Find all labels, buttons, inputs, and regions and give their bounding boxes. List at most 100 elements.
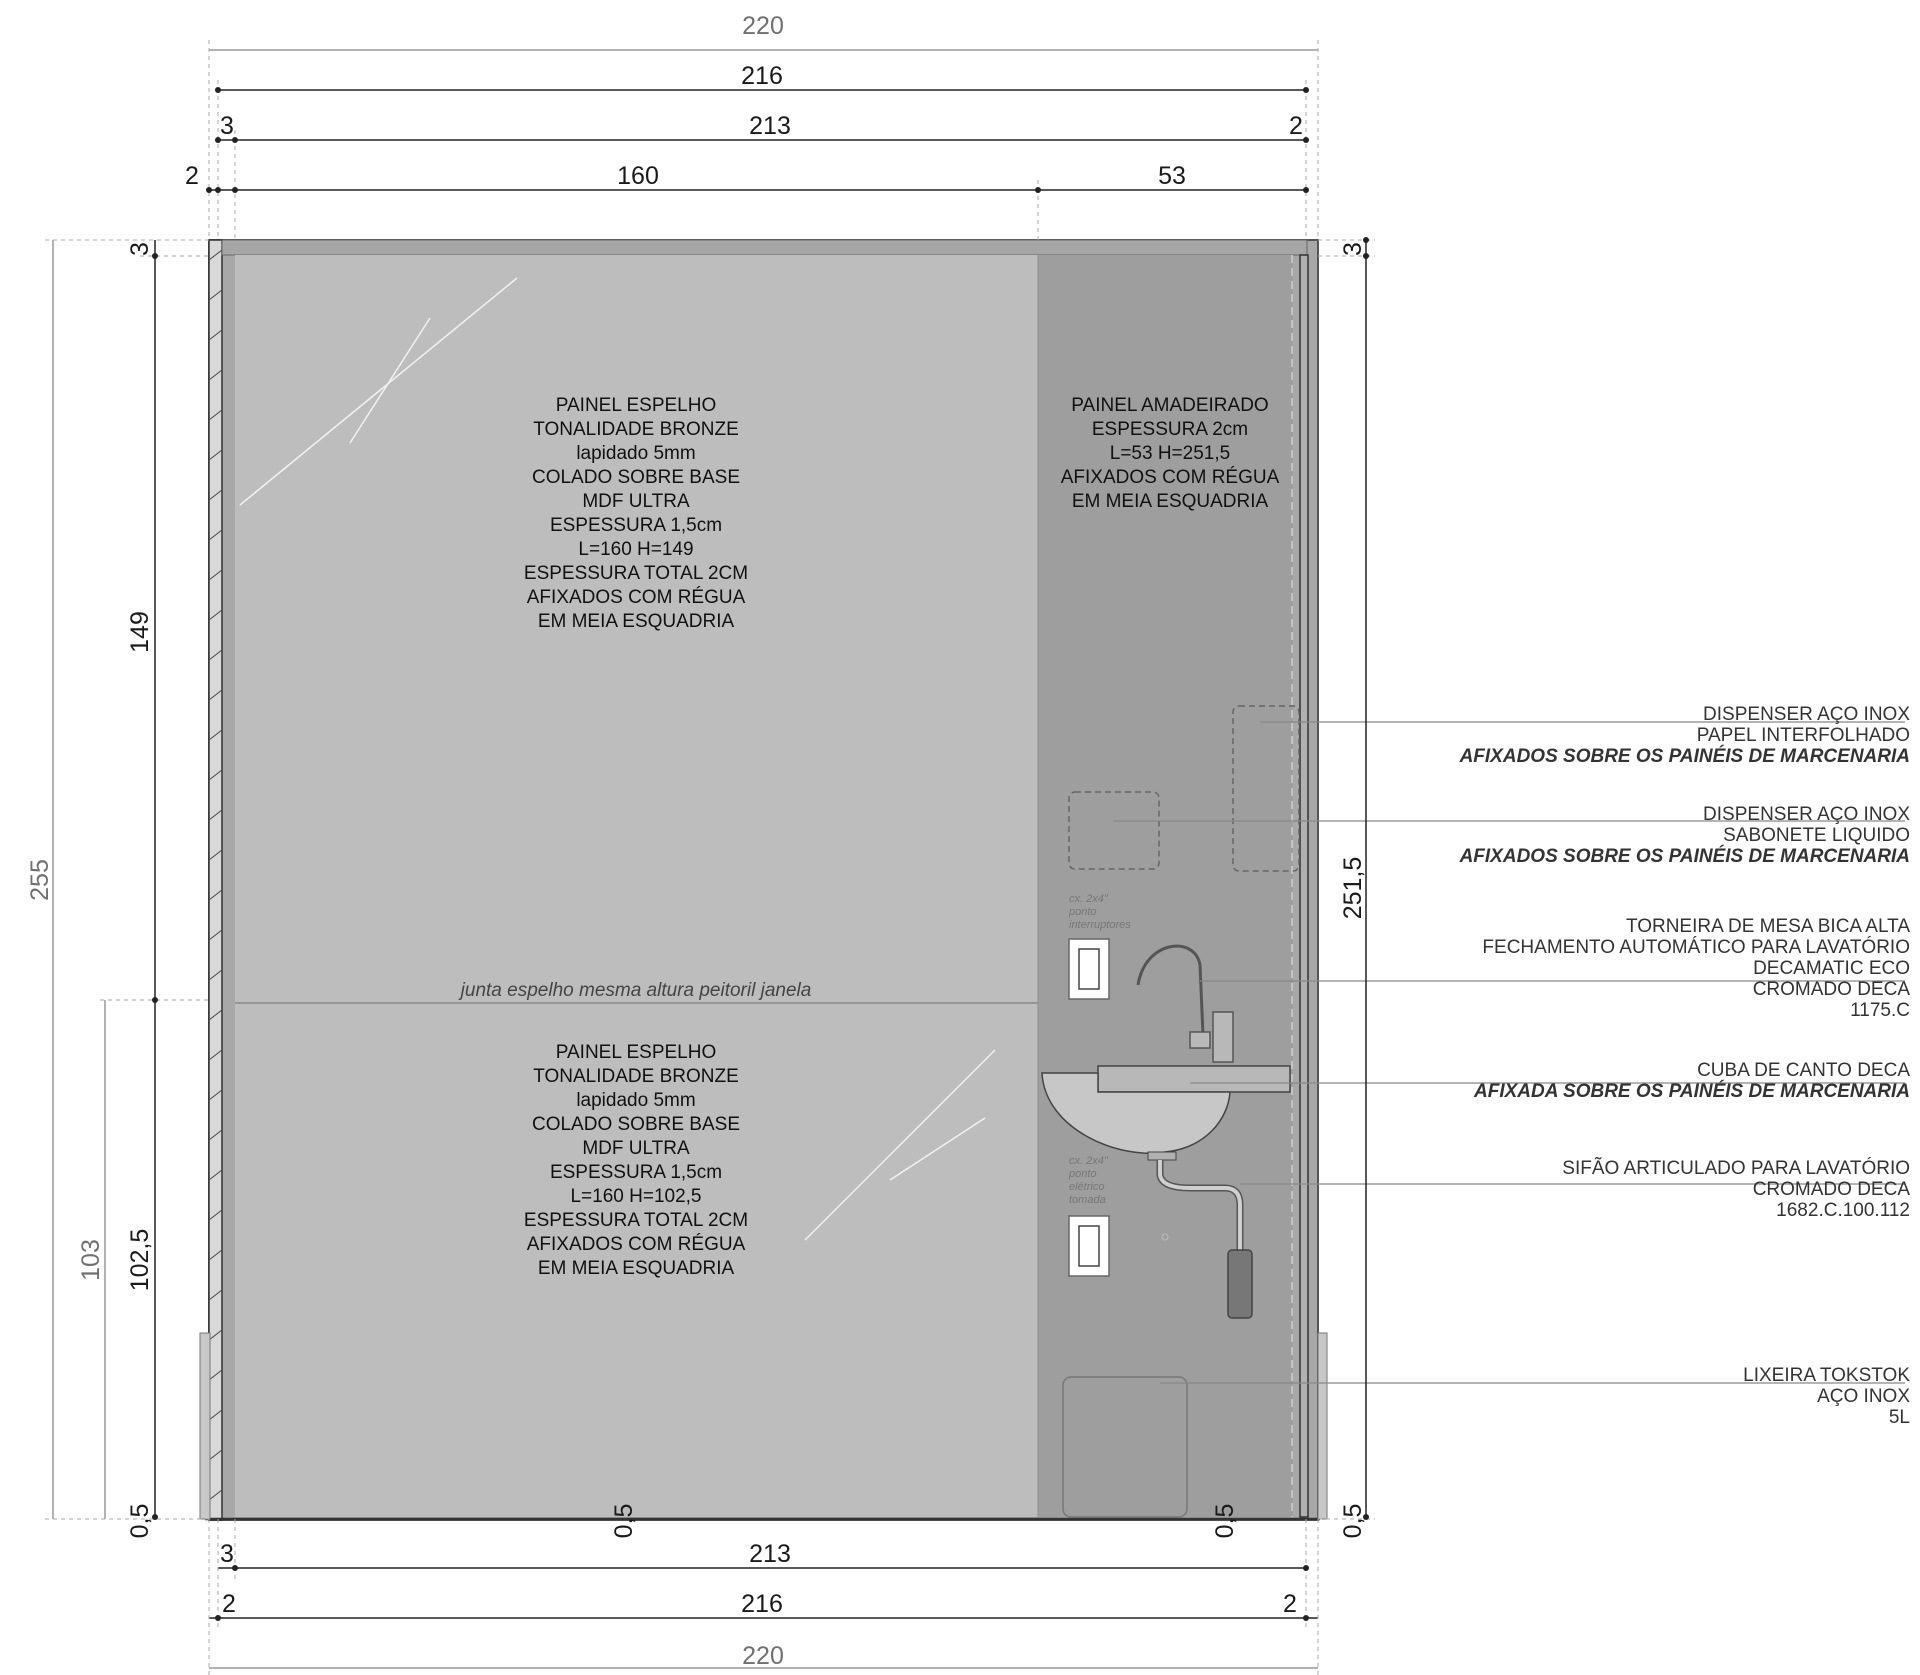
- dimension-labels-top: 220 216 3 213 2 2 160 53: [185, 12, 1303, 190]
- spec-line: COLADO SOBRE BASE: [532, 1114, 740, 1135]
- dimension-ticks: [152, 87, 1369, 1621]
- spec-line: L=160 H=102,5: [570, 1186, 701, 1207]
- callout-soap-dispenser: AFIXADOS SOBRE OS PAINÉIS DE MARCENARIA: [1459, 845, 1910, 867]
- outlet-box-note: tomada: [1069, 1194, 1106, 1206]
- callout-soap-dispenser: DISPENSER AÇO INOX: [1703, 804, 1910, 825]
- spec-line: MDF ULTRA: [582, 491, 690, 512]
- spec-line: TONALIDADE BRONZE: [533, 1066, 739, 1087]
- siphon-icon: [1156, 1160, 1253, 1319]
- dimension-labels-vertical: 255 103 149 102,5 3 0,5 251,5 3 0,5 0,5 …: [26, 242, 1367, 1538]
- outlet-box-note: ponto: [1068, 1168, 1097, 1180]
- mirror-upper-spec: PAINEL ESPELHO TONALIDADE BRONZE lapidad…: [524, 395, 748, 632]
- dim-inner-top: 216: [741, 62, 783, 90]
- dim-bottom-left-2: 2: [222, 1590, 236, 1618]
- spec-line: PAINEL ESPELHO: [556, 1042, 717, 1063]
- callout-paper-dispenser: PAPEL INTERFOLHADO: [1697, 725, 1910, 746]
- spec-line: AFIXADOS COM RÉGUA: [1061, 467, 1280, 488]
- dim-bottom-213: 213: [749, 1540, 791, 1568]
- spec-line: ESPESSURA 1,5cm: [550, 1162, 722, 1183]
- spec-line: lapidado 5mm: [576, 443, 695, 464]
- callout-paper-dispenser: DISPENSER AÇO INOX: [1703, 704, 1910, 725]
- dim-left-top-3: 3: [126, 242, 154, 256]
- callout-faucet: DECAMATIC ECO: [1753, 958, 1910, 979]
- spec-line: ESPESSURA 2cm: [1092, 419, 1248, 440]
- dim-top-left-2: 2: [185, 162, 199, 190]
- spec-line: EM MEIA ESQUADRIA: [538, 1258, 735, 1279]
- spec-line: PAINEL AMADEIRADO: [1071, 395, 1268, 416]
- callout-siphon: SIFÃO ARTICULADO PARA LAVATÓRIO: [1562, 1157, 1910, 1179]
- dim-bottom-216: 216: [741, 1590, 783, 1618]
- mirror-lower-spec: PAINEL ESPELHO TONALIDADE BRONZE lapidad…: [524, 1042, 748, 1279]
- switch-box-icon: [1068, 938, 1110, 1000]
- switch-box-note: interruptores: [1069, 919, 1131, 931]
- dim-top-left-3: 3: [220, 112, 234, 140]
- baseboard-left: [199, 1332, 211, 1520]
- spec-line: PAINEL ESPELHO: [556, 395, 717, 416]
- dim-overall-bottom: 220: [742, 1642, 784, 1670]
- dim-overall-top: 220: [742, 12, 784, 40]
- dim-right-top-3: 3: [1339, 242, 1367, 256]
- switch-box-note: cx. 2x4": [1069, 893, 1109, 905]
- dim-inline-base: 0,5: [610, 1504, 638, 1539]
- wood-panel-spec: PAINEL AMADEIRADO ESPESSURA 2cm L=53 H=2…: [1061, 395, 1280, 512]
- faucet-icon: [1136, 944, 1234, 1063]
- spec-line: AFIXADOS COM RÉGUA: [527, 1234, 746, 1255]
- mirror-panel-upper: [235, 255, 1038, 1003]
- spec-line: lapidado 5mm: [576, 1090, 695, 1111]
- callout-soap-dispenser: SABONETE LIQUIDO: [1723, 825, 1910, 846]
- dim-left-base: 0,5: [126, 1504, 154, 1539]
- callout-notes: DISPENSER AÇO INOX PAPEL INTERFOLHADO AF…: [1459, 704, 1911, 1428]
- switch-box-note: ponto: [1068, 906, 1097, 918]
- dimension-lines: [52, 49, 1367, 1669]
- spec-line: COLADO SOBRE BASE: [532, 467, 740, 488]
- basin-icon: [1041, 1065, 1291, 1161]
- baseboard-right: [1317, 1332, 1328, 1520]
- callout-faucet: FECHAMENTO AUTOMÁTICO PARA LAVATÓRIO: [1482, 936, 1910, 958]
- left-edge-hatch: [208, 249, 223, 1501]
- joint-label: junta espelho mesma altura peitoril jane…: [458, 980, 812, 1001]
- extension-lines: [45, 40, 1375, 1675]
- mirror-reflection-lines: [239, 277, 996, 1241]
- callout-siphon: 1682.C.100.112: [1776, 1200, 1910, 1221]
- dim-wood-height: 251,5: [1339, 857, 1367, 920]
- callout-basin: AFIXADA SOBRE OS PAINÉIS DE MARCENARIA: [1473, 1080, 1910, 1102]
- dim-lower-panel-height: 102,5: [126, 1229, 154, 1292]
- dim-wood-width: 53: [1158, 162, 1186, 190]
- fixtures: cx. 2x4" ponto interruptores cx. 2x4" po…: [1041, 705, 1300, 1518]
- callout-trash-bin: LIXEIRA TOKSTOK: [1743, 1365, 1910, 1386]
- callout-basin: CUBA DE CANTO DECA: [1697, 1060, 1910, 1081]
- spec-line: L=53 H=251,5: [1110, 443, 1230, 464]
- right-edge-strip: [1299, 254, 1309, 1518]
- callout-faucet: 1175.C: [1850, 1000, 1910, 1021]
- spec-line: EM MEIA ESQUADRIA: [538, 611, 735, 632]
- dim-top-213: 213: [749, 112, 791, 140]
- outlet-box-note: elétrico: [1069, 1181, 1104, 1193]
- paper-dispenser-icon: [1232, 705, 1300, 872]
- outlet-box-icon: [1068, 1215, 1110, 1277]
- dim-bottom-right-2: 2: [1283, 1590, 1297, 1618]
- callout-trash-bin: AÇO INOX: [1817, 1386, 1910, 1407]
- dim-right-base: 0,5: [1339, 1504, 1367, 1539]
- spec-line: ESPESSURA TOTAL 2CM: [524, 563, 748, 584]
- dim-upper-panel-height: 149: [126, 611, 154, 653]
- callout-faucet: CROMADO DECA: [1753, 979, 1911, 1000]
- spec-line: TONALIDADE BRONZE: [533, 419, 739, 440]
- dim-sill-height: 103: [77, 1239, 105, 1281]
- trash-bin-icon: [1062, 1376, 1188, 1518]
- callout-faucet: TORNEIRA DE MESA BICA ALTA: [1626, 916, 1910, 937]
- dim-total-height: 255: [26, 859, 54, 901]
- outlet-box-note: cx. 2x4": [1069, 1155, 1109, 1167]
- callout-trash-bin: 5L: [1889, 1407, 1910, 1428]
- dim-mirror-width: 160: [617, 162, 659, 190]
- mirror-panel-lower: [235, 1003, 1038, 1517]
- spec-line: MDF ULTRA: [582, 1138, 690, 1159]
- soap-dispenser-icon: [1068, 791, 1160, 870]
- left-edge-strip: [208, 239, 223, 1521]
- spec-line: ESPESSURA 1,5cm: [550, 515, 722, 536]
- dim-bottom-left-3: 3: [220, 1540, 234, 1568]
- spec-line: EM MEIA ESQUADRIA: [1072, 491, 1269, 512]
- dim-inline-base: 0,5: [1211, 1504, 1239, 1539]
- dim-top-right-2: 2: [1289, 112, 1303, 140]
- spec-line: L=160 H=149: [578, 539, 693, 560]
